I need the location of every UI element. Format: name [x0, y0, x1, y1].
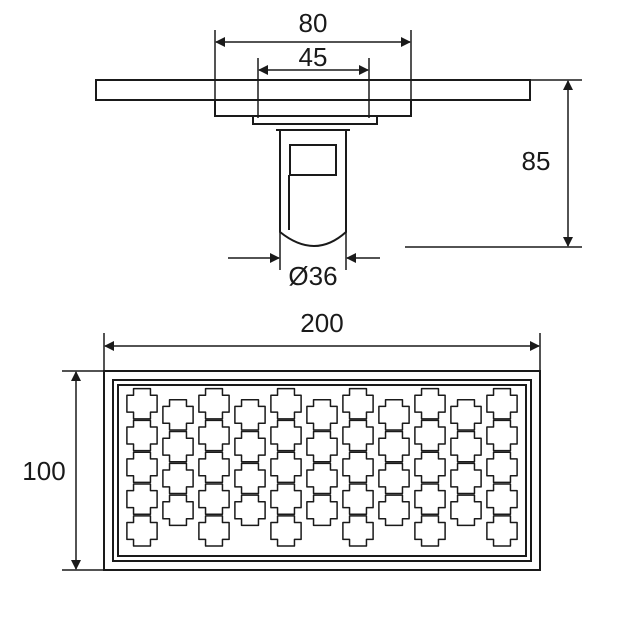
dim-45-label: 45: [299, 42, 328, 72]
grate-cross-cutout: [234, 462, 266, 495]
grate-cross-cutout: [342, 387, 374, 420]
dim-85: [405, 79, 582, 248]
grate-cross-cutout: [414, 451, 446, 484]
grate-cross-cutout: [198, 419, 230, 452]
grate-cross-cutout: [450, 462, 482, 495]
dim-36: [228, 232, 380, 270]
dim-100: [62, 370, 104, 571]
grate-cross-cutout: [162, 430, 194, 463]
grate-cross-cutout: [162, 462, 194, 495]
grate-cross-cutout: [306, 462, 338, 495]
grate-cross-cutout: [306, 398, 338, 431]
grate-cross-cutout: [342, 451, 374, 484]
grate-cross-cutout: [486, 419, 518, 452]
grate-cross-cutout: [342, 515, 374, 547]
grate-cross-cutout: [270, 515, 302, 547]
grate-cross-cutout: [378, 398, 410, 431]
grate-cross-cutout: [126, 515, 158, 547]
pipe-window: [289, 144, 337, 176]
grate-cross-cutout: [126, 451, 158, 484]
grate-cross-cutout: [450, 494, 482, 527]
grate-cross-cutout: [198, 451, 230, 484]
dim-36-label: Ø36: [288, 261, 337, 291]
dim-100-label: 100: [22, 456, 65, 486]
grate-cross-cutout: [270, 387, 302, 420]
side-view: [95, 79, 531, 247]
grate-cross-cutout: [450, 430, 482, 463]
grate-cross-cutout: [414, 515, 446, 547]
grate-cross-cutout: [270, 419, 302, 452]
grate-cross-cutout: [126, 419, 158, 452]
grate-cross-cutout: [162, 494, 194, 527]
grate-pattern: [126, 387, 518, 547]
grate-cross-cutout: [270, 451, 302, 484]
grate-cross-cutout: [234, 494, 266, 527]
grate-cross-cutout: [234, 398, 266, 431]
grate-cross-cutout: [414, 419, 446, 452]
grate-cross-cutout: [126, 387, 158, 420]
grate-cross-cutout: [306, 494, 338, 527]
grate-cross-cutout: [450, 398, 482, 431]
grate-cross-cutout: [378, 430, 410, 463]
grate-cross-cutout: [342, 419, 374, 452]
dim-80: [214, 30, 412, 100]
dim-200-label: 200: [300, 308, 343, 338]
grate-cross-cutout: [306, 430, 338, 463]
grate-cross-cutout: [414, 483, 446, 515]
grate-cross-cutout: [486, 451, 518, 484]
grate-cross-cutout: [486, 515, 518, 547]
grate-cross-cutout: [486, 387, 518, 420]
dim-45: [257, 58, 370, 118]
drain-flange: [214, 99, 412, 117]
dim-85-label: 85: [522, 146, 551, 176]
grate-cross-cutout: [198, 387, 230, 420]
grate-cross-cutout: [378, 494, 410, 527]
grate-inner-frame: [112, 379, 532, 562]
grate-outer: [103, 370, 541, 571]
grate-cross-cutout: [378, 462, 410, 495]
grate-cross-cutout: [342, 483, 374, 515]
dim-80-label: 80: [299, 8, 328, 38]
grate-cross-cutout: [414, 387, 446, 420]
floor-plate: [95, 79, 531, 101]
grate-cross-cutout: [234, 430, 266, 463]
plan-view: [103, 370, 541, 571]
grate-inner-frame-2: [117, 384, 527, 557]
grate-cross-cutout: [198, 483, 230, 515]
grate-cross-cutout: [486, 483, 518, 515]
grate-cross-cutout: [198, 515, 230, 547]
grate-cross-cutout: [126, 483, 158, 515]
dim-200: [103, 333, 541, 371]
grate-cross-cutout: [270, 483, 302, 515]
grate-cross-cutout: [162, 398, 194, 431]
flange-ring-lower: [252, 115, 378, 125]
